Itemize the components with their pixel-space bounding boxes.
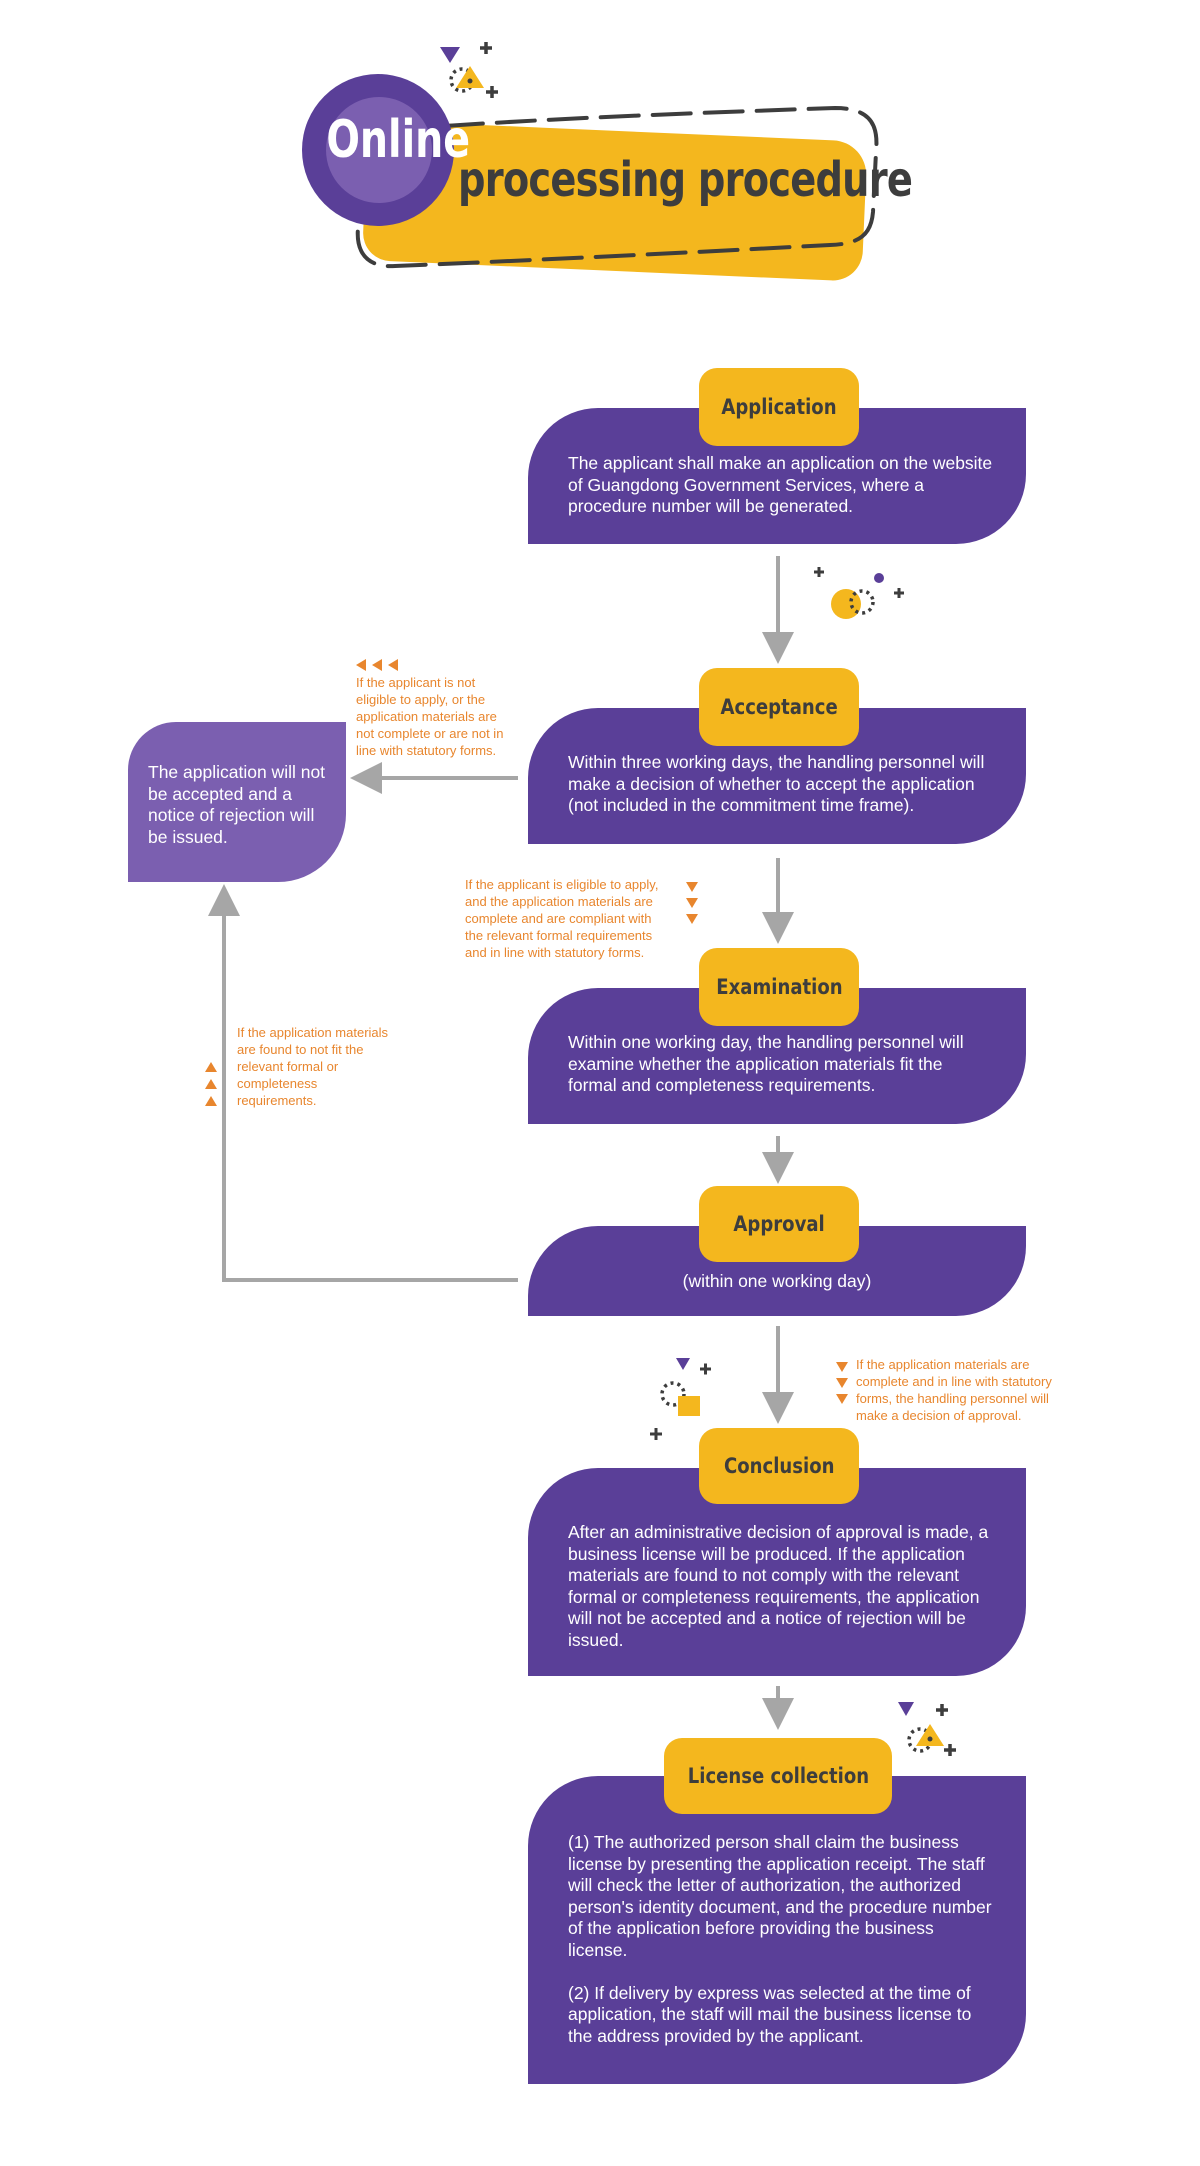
step-label-conclusion: Conclusion (723, 1454, 835, 1478)
step-pill-application: Application (699, 368, 859, 446)
dashed-frame (355, 105, 879, 269)
step-text-acceptance: Within three working days, the handling … (568, 752, 985, 815)
step-text-examination: Within one working day, the handling per… (568, 1032, 964, 1095)
step-label-acceptance: Acceptance (720, 695, 838, 719)
step-label-examination: Examination (715, 975, 843, 999)
confetti-decoration-top (440, 42, 498, 98)
confetti-decoration-lower (650, 1358, 711, 1440)
step-pill-examination: Examination (699, 948, 859, 1026)
note-eligible: If the applicant is eligible to apply, a… (465, 877, 659, 960)
step-label-approval: Approval (733, 1212, 825, 1236)
header-title: processing procedure (458, 152, 913, 208)
step-text-application: The applicant shall make an application … (568, 453, 993, 516)
step-pill-conclusion: Conclusion (699, 1428, 859, 1504)
note-approval-decision: If the application materials are complet… (856, 1357, 1052, 1423)
rejection-text: The application will not be accepted and… (148, 762, 326, 847)
note-not-eligible: If the applicant is not eligible to appl… (356, 675, 504, 758)
step-text-conclusion: After an administrative decision of appr… (568, 1522, 989, 1650)
step-pill-approval: Approval (699, 1186, 859, 1262)
orange-markers (205, 659, 848, 1404)
step-pill-acceptance: Acceptance (699, 668, 859, 746)
step-pill-license-collection: License collection (664, 1738, 892, 1814)
step-label-application: Application (721, 395, 837, 419)
confetti-decoration-bottom (898, 1702, 956, 1756)
step-label-license-collection: License collection (687, 1764, 869, 1788)
step-card-license-collection: (1) The authorized person shall claim th… (528, 1776, 1026, 2084)
step-text-approval: (within one working day) (682, 1271, 872, 1291)
online-badge-inner (326, 97, 432, 203)
arrow-approval-to-rejection (208, 884, 518, 1282)
header-decoration (355, 42, 879, 269)
confetti-decoration-middle (814, 567, 904, 619)
step-text-license-collection: (1) The authorized person shall claim th… (568, 1832, 992, 2046)
rejection-card: The application will not be accepted and… (128, 722, 346, 882)
note-not-fit: If the application materials are found t… (237, 1025, 389, 1108)
